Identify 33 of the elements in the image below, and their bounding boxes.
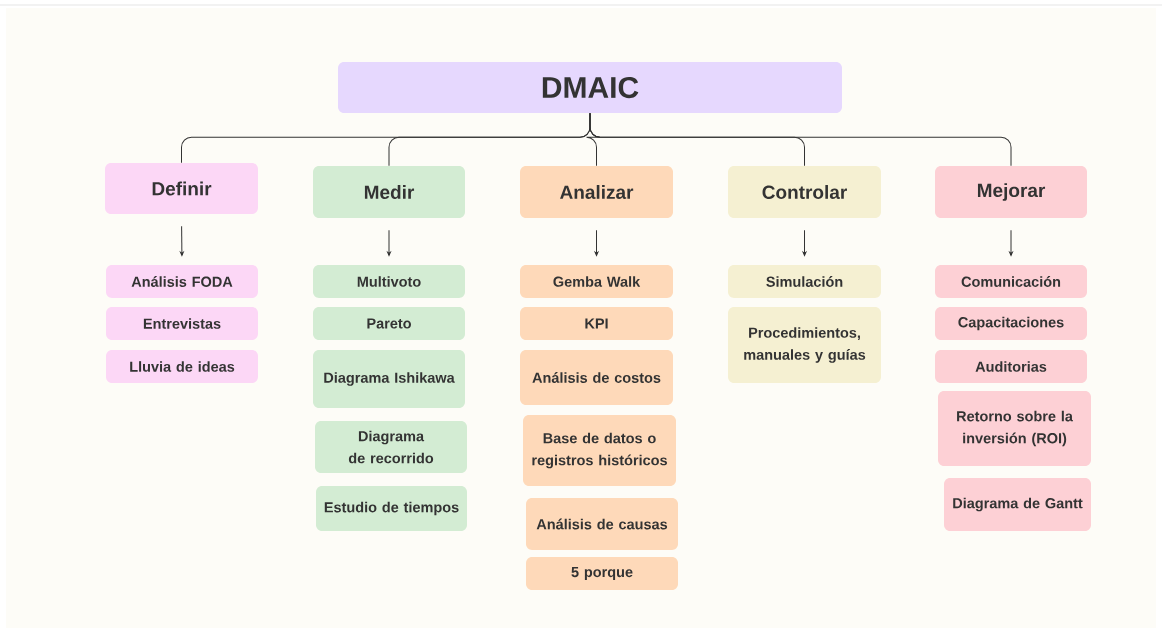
arrow — [387, 229, 391, 256]
tool-box: Multivoto — [313, 265, 465, 298]
tool-box: Estudio de tiempos — [316, 486, 467, 531]
tool-box: Diagrama de recorrido — [315, 421, 467, 473]
tool-box: Lluvia de ideas — [106, 350, 258, 383]
phase-box: Medir — [313, 166, 465, 218]
tool-box: Gemba Walk — [520, 265, 673, 298]
tool-box: Análisis de costos — [520, 350, 673, 405]
tool-box: Análisis de causas — [526, 498, 678, 550]
tool-box: Diagrama Ishikawa — [313, 350, 465, 408]
phase-box: Definir — [105, 163, 258, 214]
tool-box: KPI — [520, 307, 673, 340]
phase-box: Mejorar — [935, 166, 1087, 218]
phase-box: Controlar — [728, 166, 881, 218]
arrow — [180, 225, 184, 256]
tool-box: 5 porque — [526, 557, 678, 590]
tool-box: Análisis FODA — [106, 265, 258, 298]
title-box: DMAIC — [338, 62, 842, 113]
arrow — [594, 229, 599, 256]
tool-box: Comunicación — [935, 265, 1087, 298]
arrow — [802, 229, 807, 256]
connector-line — [589, 112, 1012, 167]
tool-box: Auditorias — [935, 350, 1087, 383]
tool-box: Pareto — [313, 307, 465, 340]
phase-box: Analizar — [520, 166, 673, 218]
arrow — [1009, 229, 1013, 256]
tool-box: Entrevistas — [106, 307, 258, 340]
tool-box: Procedimientos, manuales y guías — [728, 307, 881, 383]
tool-box: Simulación — [728, 265, 881, 298]
tool-box: Capacitaciones — [935, 307, 1087, 340]
tool-box: Base de datos o registros históricos — [523, 415, 676, 486]
tool-box: Retorno sobre la inversión (ROI) — [938, 391, 1091, 466]
tool-box: Diagrama de Gantt — [944, 478, 1091, 531]
